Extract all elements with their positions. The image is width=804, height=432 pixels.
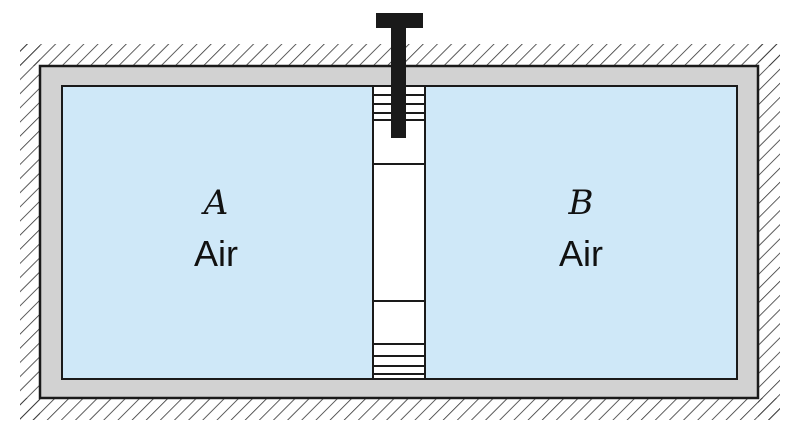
pin-rod — [376, 13, 423, 138]
chamber-a-letter: A — [201, 183, 229, 223]
hatched-ground — [20, 44, 780, 420]
chamber-a — [61, 85, 374, 380]
chamber-b-name: Air — [559, 233, 603, 274]
chamber-a-name: Air — [194, 233, 238, 274]
chamber-b — [424, 85, 738, 380]
chamber-b-letter: B — [568, 183, 594, 223]
